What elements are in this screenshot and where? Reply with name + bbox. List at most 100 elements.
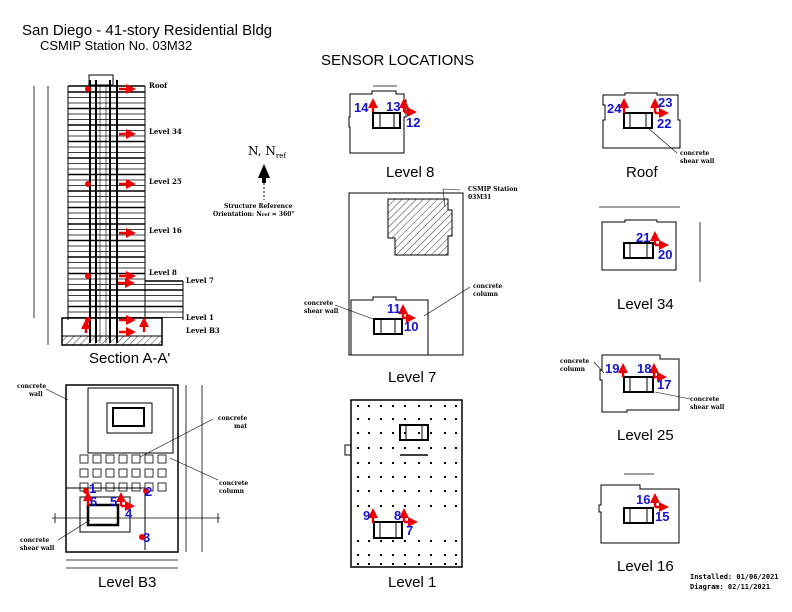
sensor-24: 24 <box>607 101 622 116</box>
column-box <box>79 468 89 478</box>
sensor-1: 1 <box>89 481 97 496</box>
column-mark <box>392 432 394 434</box>
column-mark <box>357 476 359 478</box>
column-mark <box>404 540 406 542</box>
sensor-7: 7 <box>406 523 414 538</box>
column-mark <box>444 462 446 464</box>
column-mark <box>368 476 370 478</box>
column-box <box>157 482 167 492</box>
column-mark <box>418 540 420 542</box>
column-mark <box>357 505 359 507</box>
caption-level-7: Level 7 <box>388 369 437 386</box>
column-mark <box>418 490 420 492</box>
sensor-18: 18 <box>637 361 652 376</box>
l25-column-line2: column <box>560 366 586 373</box>
column-mark <box>430 490 432 492</box>
column-mark <box>392 462 394 464</box>
plan-level-16 <box>598 473 680 544</box>
column-mark <box>357 462 359 464</box>
b3-mat-line2: mat <box>234 423 248 430</box>
column-box <box>105 482 115 492</box>
column-mark <box>430 476 432 478</box>
l7-column-line2: column <box>473 291 499 298</box>
section-label-level-1: Level 1 <box>186 313 214 322</box>
column-mark <box>430 540 432 542</box>
column-mark <box>430 405 432 407</box>
column-mark <box>392 490 394 492</box>
column-mark <box>357 405 359 407</box>
column-mark <box>357 563 359 565</box>
sensor-8: 8 <box>394 508 402 523</box>
l7-column-line1: concrete <box>473 283 503 290</box>
column-mark <box>380 540 382 542</box>
column-mark <box>455 563 457 565</box>
section-label-level-8: Level 8 <box>149 268 177 277</box>
sensor-9: 9 <box>363 508 371 523</box>
l25-shear-line1: concrete <box>690 396 720 403</box>
column-mark <box>444 554 446 556</box>
section-label-level-34: Level 34 <box>149 127 182 136</box>
sensor-locations-heading: SENSOR LOCATIONS <box>321 52 475 69</box>
sensor-19: 19 <box>605 361 620 376</box>
sensor-21: 21 <box>636 230 651 245</box>
b3-column-line2: column <box>219 488 245 495</box>
column-mark <box>455 540 457 542</box>
column-mark <box>418 563 420 565</box>
sensor-17: 17 <box>657 377 672 392</box>
caption-level-1: Level 1 <box>388 574 437 591</box>
column-mark <box>444 405 446 407</box>
caption-level-8: Level 8 <box>386 164 435 181</box>
sensor-12: 12 <box>406 115 421 130</box>
sensor-13: 13 <box>386 99 401 114</box>
section-floor-lines <box>68 91 183 318</box>
sensor-2: 2 <box>145 484 153 499</box>
column-mark <box>455 447 457 449</box>
column-mark <box>392 405 394 407</box>
column-mark <box>404 476 406 478</box>
column-mark <box>380 490 382 492</box>
section-label-level-25: Level 25 <box>149 177 182 186</box>
north-label-sub: ref <box>275 152 286 160</box>
column-mark <box>392 505 394 507</box>
plan-level-25 <box>593 354 691 413</box>
caption-level-25: Level 25 <box>617 427 674 444</box>
column-mark <box>418 476 420 478</box>
column-mark <box>418 418 420 420</box>
sensor-23: 23 <box>658 95 673 110</box>
section-elevation <box>33 74 184 346</box>
column-mark <box>392 563 394 565</box>
column-mark <box>418 505 420 507</box>
column-mark <box>444 447 446 449</box>
sensor-20: 20 <box>658 247 673 262</box>
installed-date: Installed: 01/06/2021 <box>690 573 779 581</box>
structure-reference-note: Structure Reference <box>224 203 293 210</box>
plan-roof <box>602 92 681 154</box>
column-mark <box>430 432 432 434</box>
column-mark <box>455 476 457 478</box>
column-mark <box>380 505 382 507</box>
column-box <box>131 482 141 492</box>
column-mark <box>357 432 359 434</box>
column-mark <box>380 447 382 449</box>
column-mark <box>444 505 446 507</box>
section-label-level-7: Level 7 <box>186 276 214 285</box>
sensor-14: 14 <box>354 100 369 115</box>
column-box <box>144 454 154 464</box>
column-mark <box>444 490 446 492</box>
column-mark <box>404 563 406 565</box>
orientation-prefix: Orientation: N <box>213 211 262 218</box>
column-mark <box>404 405 406 407</box>
column-mark <box>444 540 446 542</box>
column-box <box>105 454 115 464</box>
roof-shear-line1: concrete <box>680 150 710 157</box>
column-box <box>105 468 115 478</box>
sensor-15: 15 <box>655 509 670 524</box>
